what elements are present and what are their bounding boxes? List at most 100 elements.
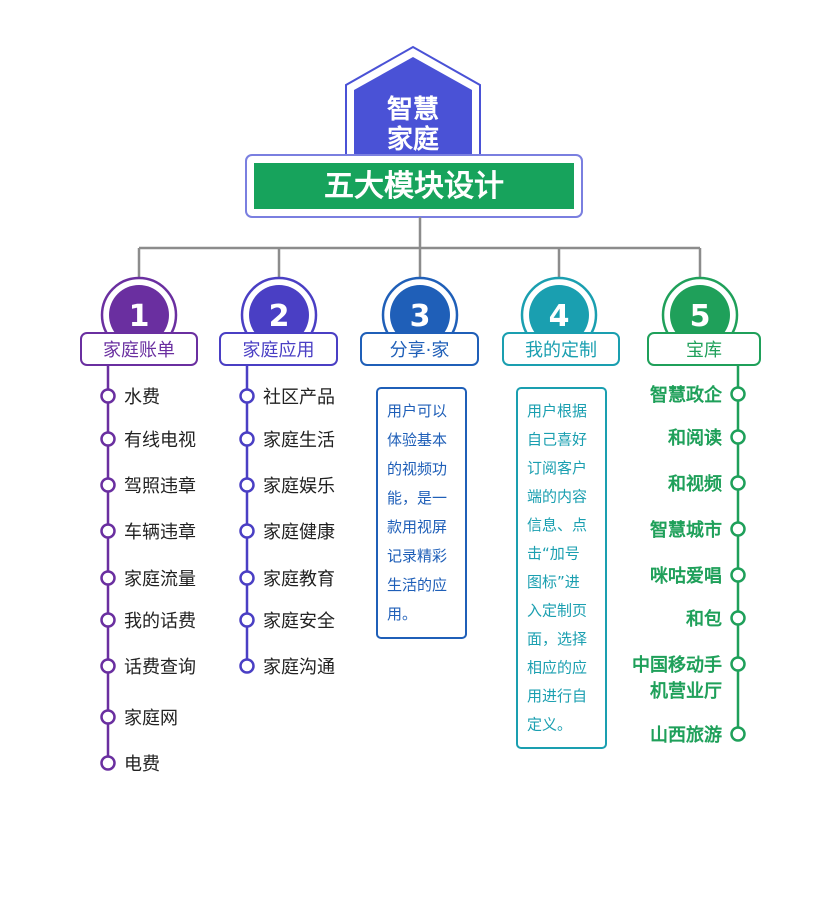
- list-item: 家庭生活: [239, 430, 335, 451]
- list-item: 家庭沟通: [239, 657, 335, 678]
- module-3-title-box: 分享·家: [360, 332, 479, 366]
- list-item-label: 电费: [124, 754, 160, 775]
- list-item-label: 中国移动手: [632, 654, 722, 676]
- list-item-node: [730, 726, 746, 742]
- module-2-title: 家庭应用: [243, 340, 315, 361]
- description-line: 端的内容: [527, 488, 587, 506]
- list-item-label: 智慧政企: [650, 384, 723, 406]
- list-item: 咪咕爱唱: [650, 565, 746, 587]
- header-logo: 智慧 家庭: [345, 45, 481, 159]
- description-line: 图标”进: [527, 573, 580, 591]
- list-item-label: 水费: [124, 387, 160, 408]
- module-1-title-box: 家庭账单: [80, 332, 198, 366]
- list-item: 和包: [686, 608, 746, 630]
- description-line: 相应的应: [527, 659, 587, 677]
- module-4-description: 用户根据自己喜好订阅客户端的内容信息、点击“加号图标”进入定制页面，选择相应的应…: [516, 387, 607, 749]
- description-line: 订阅客户: [527, 459, 587, 477]
- list-item: 和视频: [668, 473, 746, 495]
- description-line: 信息、点: [527, 516, 587, 534]
- module-3-number: 3: [410, 299, 431, 334]
- module-4: 4我的定制用户根据自己喜好订阅客户端的内容信息、点击“加号图标”进入定制页面，选…: [502, 276, 620, 749]
- description-line: 定义。: [527, 716, 572, 734]
- list-item-node: [100, 431, 116, 447]
- list-item-node: [100, 570, 116, 586]
- list-item: 智慧城市: [650, 519, 746, 541]
- list-item-node: [100, 477, 116, 493]
- page-title: 五大模块设计: [324, 169, 504, 204]
- list-item: 家庭教育: [239, 569, 335, 590]
- list-item-label: 家庭网: [124, 708, 178, 729]
- list-item-label: 我的话费: [124, 611, 196, 632]
- list-item-node: [730, 475, 746, 491]
- list-item: 有线电视: [100, 430, 196, 451]
- list-item-node: [100, 523, 116, 539]
- list-item-node: [100, 658, 116, 674]
- list-item-label: 家庭健康: [263, 522, 335, 543]
- list-item: 社区产品: [239, 387, 335, 408]
- list-item-node: [239, 477, 255, 493]
- module-2-title-box: 家庭应用: [219, 332, 338, 366]
- description-line: 用户根据: [527, 402, 587, 420]
- list-item: 家庭网: [100, 708, 178, 729]
- module-5-title-box: 宝库: [647, 332, 761, 366]
- list-item: 电费: [100, 754, 160, 775]
- description-line: 的视频功: [387, 460, 447, 478]
- list-item-node: [730, 610, 746, 626]
- list-item-label: 家庭生活: [263, 430, 335, 451]
- list-item: 驾照违章: [100, 476, 196, 497]
- list-item: 家庭安全: [239, 611, 335, 632]
- list-item-label: 家庭安全: [263, 611, 335, 632]
- list-item-node: [730, 656, 746, 672]
- module-1-title: 家庭账单: [103, 340, 175, 361]
- module-4-title-box: 我的定制: [502, 332, 620, 366]
- list-item-node: [100, 709, 116, 725]
- description-line: 能，是一: [387, 489, 447, 507]
- description-line: 生活的应: [387, 576, 447, 594]
- list-item-node: [100, 612, 116, 628]
- list-item-label: 家庭流量: [124, 569, 196, 590]
- description-line: 记录精彩: [387, 547, 447, 565]
- module-5-title: 宝库: [686, 340, 722, 361]
- list-item-node: [100, 755, 116, 771]
- connector-tree: [137, 217, 702, 283]
- list-item-label: 咪咕爱唱: [650, 565, 722, 587]
- list-item-label: 智慧城市: [650, 519, 722, 541]
- list-item-node: [100, 388, 116, 404]
- list-item-node: [730, 567, 746, 583]
- title-banner: 五大模块设计: [245, 154, 583, 218]
- logo-line-1: 智慧: [387, 95, 439, 125]
- list-item: 智慧政企: [650, 384, 746, 406]
- list-item: 车辆违章: [100, 522, 196, 543]
- list-item-node: [239, 523, 255, 539]
- list-item: 家庭流量: [100, 569, 196, 590]
- list-item-label: 家庭沟通: [263, 657, 335, 678]
- list-item-node: [239, 388, 255, 404]
- list-item-node: [730, 386, 746, 402]
- logo-line-2: 家庭: [387, 124, 439, 155]
- description-line: 自己喜好: [527, 431, 587, 449]
- list-item: 水费: [100, 387, 160, 408]
- module-5-number: 5: [690, 299, 711, 334]
- description-line: 面，选择: [527, 630, 587, 648]
- list-item: 我的话费: [100, 611, 196, 632]
- description-line: 击“加号: [527, 545, 580, 563]
- list-item-label: 家庭教育: [263, 569, 335, 590]
- list-item-label: 家庭娱乐: [263, 476, 335, 497]
- list-item-label: 和阅读: [668, 427, 722, 449]
- list-item-label: 机营业厅: [650, 680, 722, 702]
- list-item: 话费查询: [100, 657, 196, 678]
- list-item: 山西旅游: [650, 724, 746, 746]
- description-line: 用户可以: [387, 402, 447, 420]
- module-3-title: 分享·家: [390, 340, 450, 361]
- module-2-number: 2: [269, 299, 290, 334]
- list-item: 家庭健康: [239, 522, 335, 543]
- list-item: 和阅读: [668, 427, 746, 449]
- description-line: 入定制页: [527, 602, 587, 620]
